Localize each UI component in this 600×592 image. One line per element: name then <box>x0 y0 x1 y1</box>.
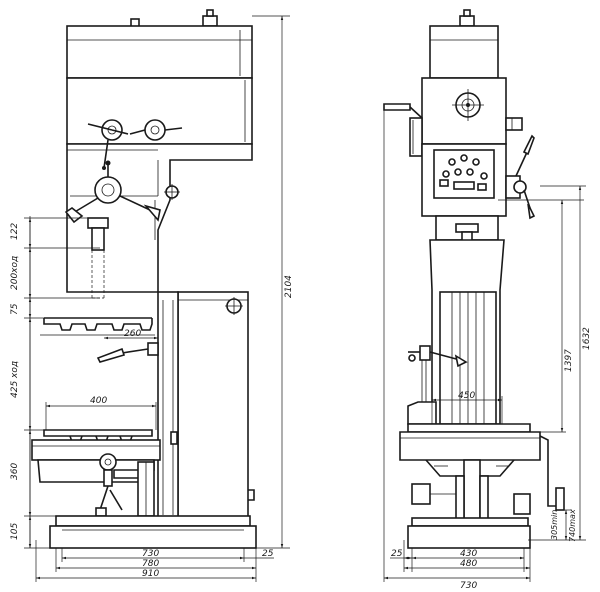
side-column <box>429 239 505 425</box>
dim-730: 730 <box>142 549 159 559</box>
dim-1632: 1632 <box>582 327 592 350</box>
side-elevation-crank <box>539 435 565 511</box>
front-dimensions <box>24 15 290 582</box>
side-right-knob <box>505 117 523 131</box>
feed-lever <box>96 342 159 363</box>
column <box>157 291 249 521</box>
control-panel <box>421 143 507 217</box>
table-crank <box>95 453 123 517</box>
side-table <box>399 401 541 477</box>
dim-360: 360 <box>10 463 20 480</box>
dim-260: 260 <box>124 329 141 339</box>
dim-1397: 1397 <box>564 349 574 372</box>
top-knob <box>130 9 218 28</box>
side-head <box>421 25 507 145</box>
side-dim-25: 25 <box>391 549 403 559</box>
dim-105: 105 <box>10 523 20 540</box>
dim-425: 425 ход <box>10 361 20 398</box>
column-fittings <box>170 431 255 501</box>
upper-table <box>40 317 155 336</box>
side-dim-430: 430 <box>460 549 477 559</box>
side-base <box>407 517 531 549</box>
feed-star-handwheel <box>64 160 161 224</box>
work-table <box>31 429 161 517</box>
side-dim-480: 480 <box>460 559 477 569</box>
spindle <box>87 217 109 299</box>
dim-25: 25 <box>262 549 274 559</box>
speed-handwheel-right <box>129 119 183 141</box>
side-dim-730: 730 <box>460 581 477 591</box>
dim-122: 122 <box>10 223 20 240</box>
speed-handwheel-left <box>87 119 129 170</box>
dim-75: 75 <box>10 303 20 315</box>
side-view: 450 1397 1632 305min 740max 25 430 480 7… <box>383 9 592 591</box>
dim-305min: 305min <box>550 510 559 540</box>
dim-780: 780 <box>142 559 159 569</box>
front-view: 122 200ход 75 425 ход 360 105 260 400 73… <box>10 9 294 582</box>
side-top-knob <box>459 15 475 27</box>
base <box>49 515 257 549</box>
table-support <box>411 459 531 521</box>
dim-450: 450 <box>458 391 475 401</box>
side-dimensions <box>383 104 586 582</box>
dim-200: 200ход <box>10 256 20 290</box>
dim-910: 910 <box>142 569 159 579</box>
side-left-handle <box>383 103 423 157</box>
dim-400: 400 <box>90 396 107 406</box>
side-right-lever <box>505 134 536 220</box>
quill-housing <box>435 215 499 253</box>
dim-740max: 740max <box>568 509 577 542</box>
dim-2104: 2104 <box>284 275 294 298</box>
